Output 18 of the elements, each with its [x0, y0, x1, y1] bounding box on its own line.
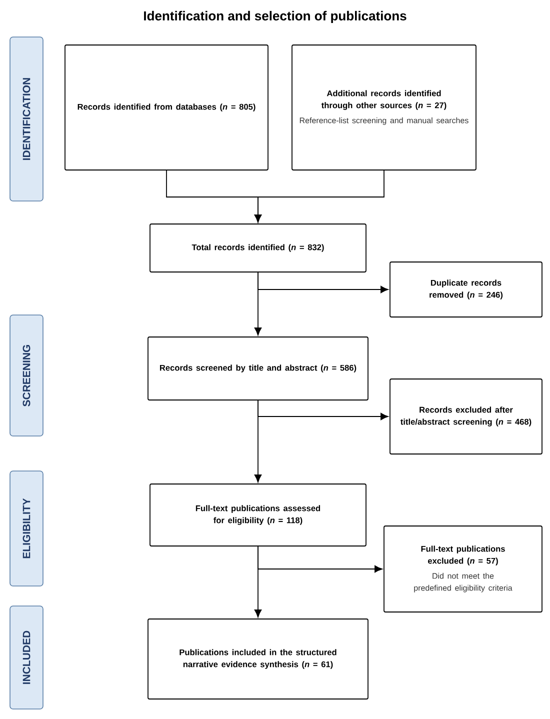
process-box: Additional records identified through other sources (n = 27) Reference-list screening and manual searches [292, 44, 476, 170]
process-box: Full-text publications excluded (n = 57) Did not meet the predefined eligibility criteria [384, 526, 542, 612]
stage-band: IDENTIFICATION [10, 36, 44, 202]
process-box: Records excluded after title/abstract screening (n = 468) [390, 378, 542, 454]
arrow [254, 546, 262, 618]
process-box: Records screened by title and abstract (n = 586) [148, 336, 368, 400]
stage-band: ELIGIBILITY [10, 470, 44, 586]
process-box: Publications included in the structured narrative evidence synthesis (n = 61) [148, 618, 368, 700]
stage-band: INCLUDED [10, 606, 44, 710]
title: Identification and selection of publications [144, 10, 406, 24]
arrow [254, 272, 262, 336]
process-box: Duplicate records removed (n = 246) [390, 262, 542, 318]
stage-band: SCREENING [10, 314, 44, 436]
process-box: Records identified from databases (n = 805) [64, 44, 268, 170]
arrow [254, 400, 262, 482]
arrow [254, 170, 384, 222]
process-box: Full-text publications assessed for eligibility (n = 118) [150, 484, 366, 546]
process-box: Total records identified (n = 832) [150, 224, 366, 272]
